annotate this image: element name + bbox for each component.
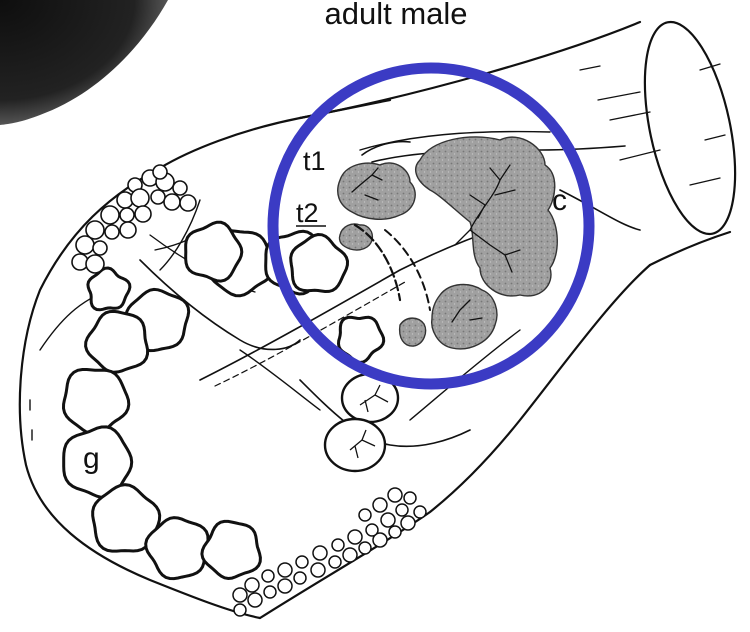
small-cell-cluster-bottom bbox=[233, 488, 426, 616]
small-cell bbox=[153, 165, 167, 179]
small-cell bbox=[381, 513, 395, 527]
small-cell bbox=[366, 524, 378, 536]
small-cell bbox=[76, 236, 94, 254]
small-cell bbox=[101, 206, 119, 224]
small-cell bbox=[105, 225, 119, 239]
small-cell bbox=[151, 190, 165, 204]
germ-cell bbox=[86, 311, 148, 372]
small-cell bbox=[180, 195, 196, 211]
small-cell bbox=[388, 488, 402, 502]
small-cell bbox=[164, 194, 180, 210]
small-cell bbox=[313, 546, 327, 560]
small-cell bbox=[332, 539, 344, 551]
small-cell bbox=[404, 492, 416, 504]
small-cell bbox=[294, 572, 306, 584]
label-t1: t1 bbox=[303, 146, 326, 176]
small-cell bbox=[262, 570, 274, 582]
small-cell bbox=[234, 604, 246, 616]
small-cell bbox=[173, 181, 187, 195]
small-cell bbox=[135, 206, 151, 222]
small-cell bbox=[396, 504, 408, 516]
lobe-bottom-small bbox=[400, 318, 426, 346]
small-cell bbox=[120, 222, 136, 238]
small-cell bbox=[245, 578, 259, 592]
small-cell bbox=[278, 579, 292, 593]
germ-cell bbox=[202, 521, 261, 578]
small-cell bbox=[389, 526, 401, 538]
small-cell bbox=[120, 208, 134, 222]
lower-oval-cells bbox=[325, 374, 398, 471]
germ-cell-chain bbox=[64, 222, 384, 578]
small-cell bbox=[414, 506, 426, 518]
small-cell bbox=[296, 556, 308, 568]
small-cell bbox=[373, 498, 387, 512]
label-c: c bbox=[552, 184, 567, 217]
small-cell bbox=[401, 516, 415, 530]
lobe-t2 bbox=[339, 224, 372, 250]
label-t2: t2 bbox=[296, 198, 319, 228]
lobe-main bbox=[416, 137, 558, 296]
small-cell bbox=[131, 189, 149, 207]
small-cell bbox=[248, 593, 262, 607]
germ-cell bbox=[88, 268, 130, 310]
lobe-bottom bbox=[432, 285, 497, 349]
small-cell bbox=[343, 548, 357, 562]
small-cell bbox=[359, 509, 371, 521]
label-g: g bbox=[83, 442, 100, 475]
small-cell bbox=[329, 556, 341, 568]
diagram-title: adult male bbox=[324, 0, 467, 31]
small-cell bbox=[233, 588, 247, 602]
germ-cell bbox=[64, 370, 129, 435]
small-cell bbox=[359, 542, 371, 554]
small-cell bbox=[278, 563, 292, 577]
small-cell bbox=[93, 241, 107, 255]
lobe-t1 bbox=[338, 163, 415, 219]
small-cell bbox=[86, 255, 104, 273]
small-cell bbox=[311, 563, 325, 577]
small-cell bbox=[264, 586, 276, 598]
small-cell bbox=[348, 530, 362, 544]
dark-corner-shape bbox=[0, 0, 168, 125]
